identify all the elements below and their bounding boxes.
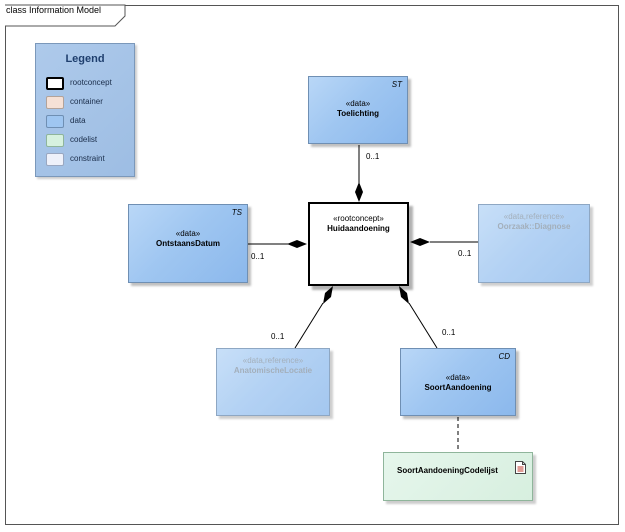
multiplicity-toelichting: 0..1 xyxy=(366,152,380,161)
composition-diamond-soortaandoening xyxy=(399,286,409,304)
class-toelichting[interactable]: ST «data» Toelichting xyxy=(308,76,408,144)
class-name: Huidaandoening xyxy=(327,224,390,233)
type-tag: CD xyxy=(498,352,510,361)
frame-title: class Information Model xyxy=(6,5,102,15)
stereotype-label: «rootconcept» xyxy=(333,214,384,223)
legend-label: codelist xyxy=(70,135,98,144)
frame-tab: class Information Model xyxy=(0,0,125,22)
class-huidaandoening[interactable]: «rootconcept» Huidaandoening xyxy=(308,202,409,286)
class-name: OntstaansDatum xyxy=(155,239,220,248)
legend[interactable]: Legend rootconcept container data codeli… xyxy=(35,43,135,177)
multiplicity-ontstaansdatum: 0..1 xyxy=(251,252,265,261)
stereotype-label: «data» xyxy=(445,373,471,382)
legend-swatch-data xyxy=(46,115,64,128)
legend-swatch-container xyxy=(46,96,64,109)
diagram-frame xyxy=(5,5,619,525)
multiplicity-soortaandoening: 0..1 xyxy=(442,328,456,337)
stereotype-label: «data» xyxy=(345,99,371,108)
legend-swatch-rootconcept xyxy=(46,77,64,90)
composition-diamond-toelichting xyxy=(355,182,363,202)
codelist-document-icon xyxy=(515,461,526,474)
composition-diamond-anatomischelocatie xyxy=(323,286,333,304)
association-anatomischelocatie[interactable] xyxy=(294,302,324,349)
legend-swatch-constraint xyxy=(46,153,64,166)
legend-title: Legend xyxy=(65,53,105,65)
composition-diamond-ontstaansdatum xyxy=(287,240,307,248)
class-ontstaansdatum[interactable]: TS «data» OntstaansDatum xyxy=(128,204,248,283)
class-anatomischelocatie[interactable]: «data,reference» AnatomischeLocatie xyxy=(216,348,330,416)
class-soortaandoening[interactable]: CD «data» SoortAandoening xyxy=(400,348,516,416)
class-name: SoortAandoeningCodelijst xyxy=(397,466,498,475)
class-name: Toelichting xyxy=(336,109,380,118)
legend-label: data xyxy=(70,116,86,125)
legend-swatch-codelist xyxy=(46,134,64,147)
class-name: SoortAandoening xyxy=(424,383,492,392)
association-soortaandoening[interactable] xyxy=(408,302,438,349)
composition-diamond-oorzaak xyxy=(410,238,430,246)
type-tag: TS xyxy=(231,208,242,217)
class-name: Oorzaak::Diagnose xyxy=(497,222,571,231)
class-oorzaak-diagnose[interactable]: «data,reference» Oorzaak::Diagnose xyxy=(478,204,590,283)
frame-title-tab xyxy=(5,4,126,27)
legend-label: container xyxy=(70,97,103,106)
class-soortaandoeningcodelijst[interactable]: SoortAandoeningCodelijst xyxy=(383,452,533,501)
stereotype-label: «data,reference» xyxy=(503,212,565,221)
type-tag: ST xyxy=(391,80,402,89)
multiplicity-anatomischelocatie: 0..1 xyxy=(271,332,285,341)
stereotype-label: «data» xyxy=(175,229,201,238)
legend-label: constraint xyxy=(70,154,105,163)
multiplicity-oorzaak: 0..1 xyxy=(458,249,472,258)
class-name: AnatomischeLocatie xyxy=(233,366,313,375)
legend-label: rootconcept xyxy=(70,78,112,87)
stereotype-label: «data,reference» xyxy=(242,356,304,365)
